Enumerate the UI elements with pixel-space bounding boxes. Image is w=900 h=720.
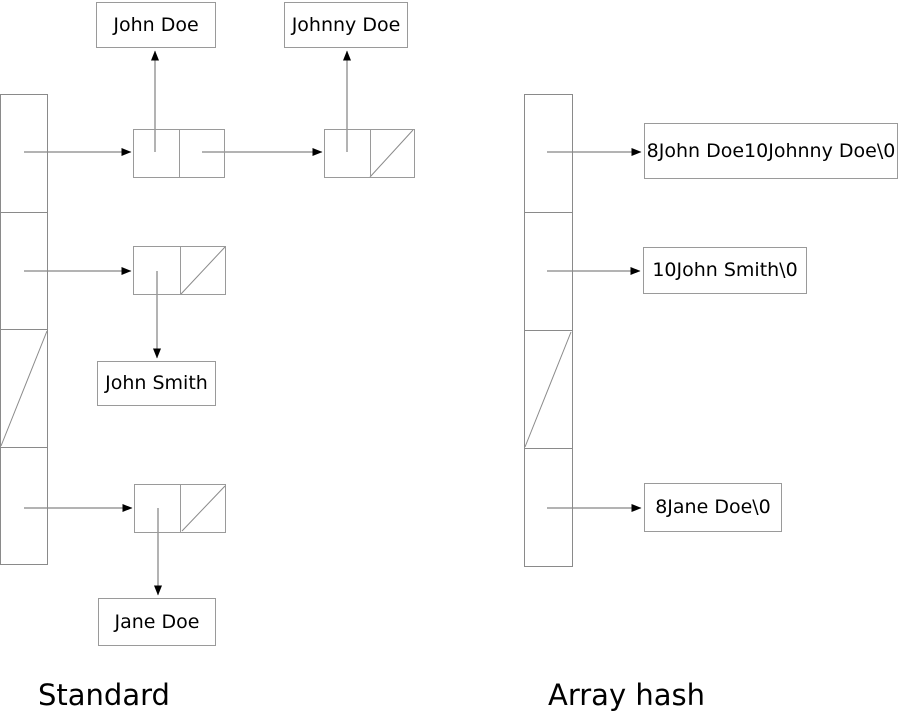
standard-bucket-2 xyxy=(1,213,47,330)
node-divider xyxy=(179,130,180,177)
node-divider xyxy=(369,130,371,177)
array-hash-bucket-4 xyxy=(525,449,572,566)
array-hash-bucket-1 xyxy=(525,95,572,213)
array-hash-bucket-2 xyxy=(525,213,572,331)
slot-value: 10John Smith\0 xyxy=(652,259,798,281)
caption-standard: Standard xyxy=(38,678,170,712)
array-hash-bucket-3-empty xyxy=(525,331,572,449)
list-node-d xyxy=(134,484,226,533)
node-divider xyxy=(179,247,181,294)
standard-bucket-3-empty xyxy=(1,330,47,448)
string-label: Jane Doe xyxy=(114,610,200,633)
string-label: John Smith xyxy=(105,372,208,394)
slot-value: 8Jane Doe\0 xyxy=(655,496,771,518)
standard-bucket-array xyxy=(0,94,48,565)
caption-array-hash: Array hash xyxy=(548,678,705,712)
string-box-jane-doe: Jane Doe xyxy=(98,598,216,646)
list-node-b xyxy=(324,129,415,178)
array-hash-bucket-array xyxy=(524,94,573,567)
string-box-johnny-doe: Johnny Doe xyxy=(284,2,408,48)
standard-bucket-1 xyxy=(1,95,47,213)
list-node-c xyxy=(133,246,226,295)
slot-box-2: 10John Smith\0 xyxy=(643,247,807,294)
list-node-a xyxy=(133,129,225,178)
slot-box-1: 8John Doe10Johnny Doe\0 xyxy=(644,123,898,179)
string-box-john-doe: John Doe xyxy=(96,2,216,48)
string-box-john-smith: John Smith xyxy=(97,361,216,406)
node-divider xyxy=(180,485,181,532)
string-label: Johnny Doe xyxy=(291,13,401,36)
standard-bucket-4 xyxy=(1,448,47,565)
slot-box-3: 8Jane Doe\0 xyxy=(644,483,782,532)
slot-value: 8John Doe10Johnny Doe\0 xyxy=(646,139,896,162)
string-label: John Doe xyxy=(113,13,199,36)
